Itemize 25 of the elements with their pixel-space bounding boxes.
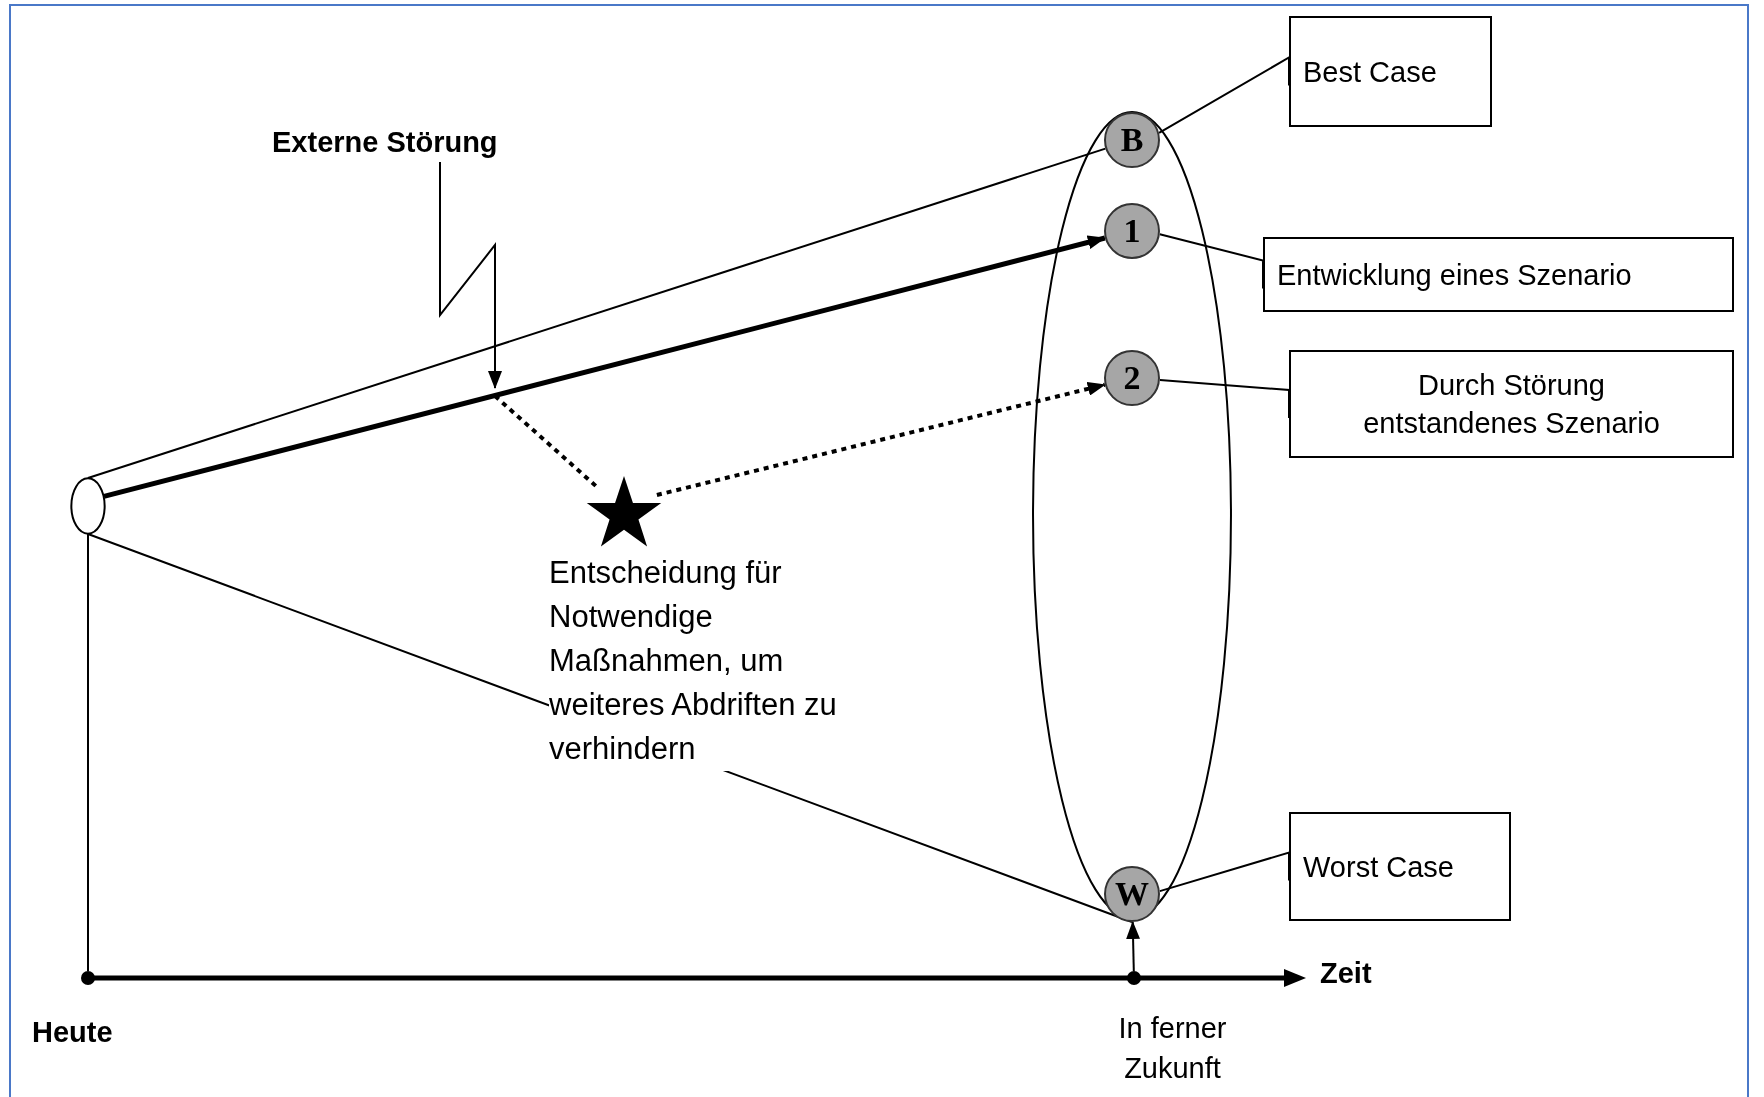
scenario-marker: 2 <box>1104 350 1160 406</box>
time-label: In ferner Zukunft <box>1117 1011 1228 1086</box>
heading-text: Externe Störung <box>272 122 512 162</box>
arrow <box>1126 921 1141 972</box>
ellipse-outline <box>71 478 105 534</box>
time-label: Heute <box>32 1015 114 1050</box>
disturbance-arrow <box>439 161 502 389</box>
scenario-arrow <box>103 235 1106 499</box>
timeline-dot <box>81 971 95 985</box>
callout-leader <box>1158 851 1290 893</box>
axis-label: Zeit <box>1320 956 1372 991</box>
dotted-line <box>493 394 599 489</box>
callout-leader <box>1158 55 1290 134</box>
callout-box: Worst Case <box>1289 812 1511 921</box>
scenario-marker: 1 <box>1104 203 1160 259</box>
scenario-marker: W <box>1104 866 1160 922</box>
timeline-dot <box>1127 971 1141 985</box>
callout-box: Best Case <box>1289 16 1492 127</box>
scenario-marker: B <box>1104 112 1160 168</box>
ellipse-outline <box>1031 108 1233 922</box>
timeline-line <box>87 533 89 972</box>
cone-line <box>87 147 1107 479</box>
callout-box: Entwicklung eines Szenario <box>1263 237 1734 312</box>
dotted-arrow <box>656 381 1106 497</box>
callout-box: Durch Störung entstandenes Szenario <box>1289 350 1734 458</box>
